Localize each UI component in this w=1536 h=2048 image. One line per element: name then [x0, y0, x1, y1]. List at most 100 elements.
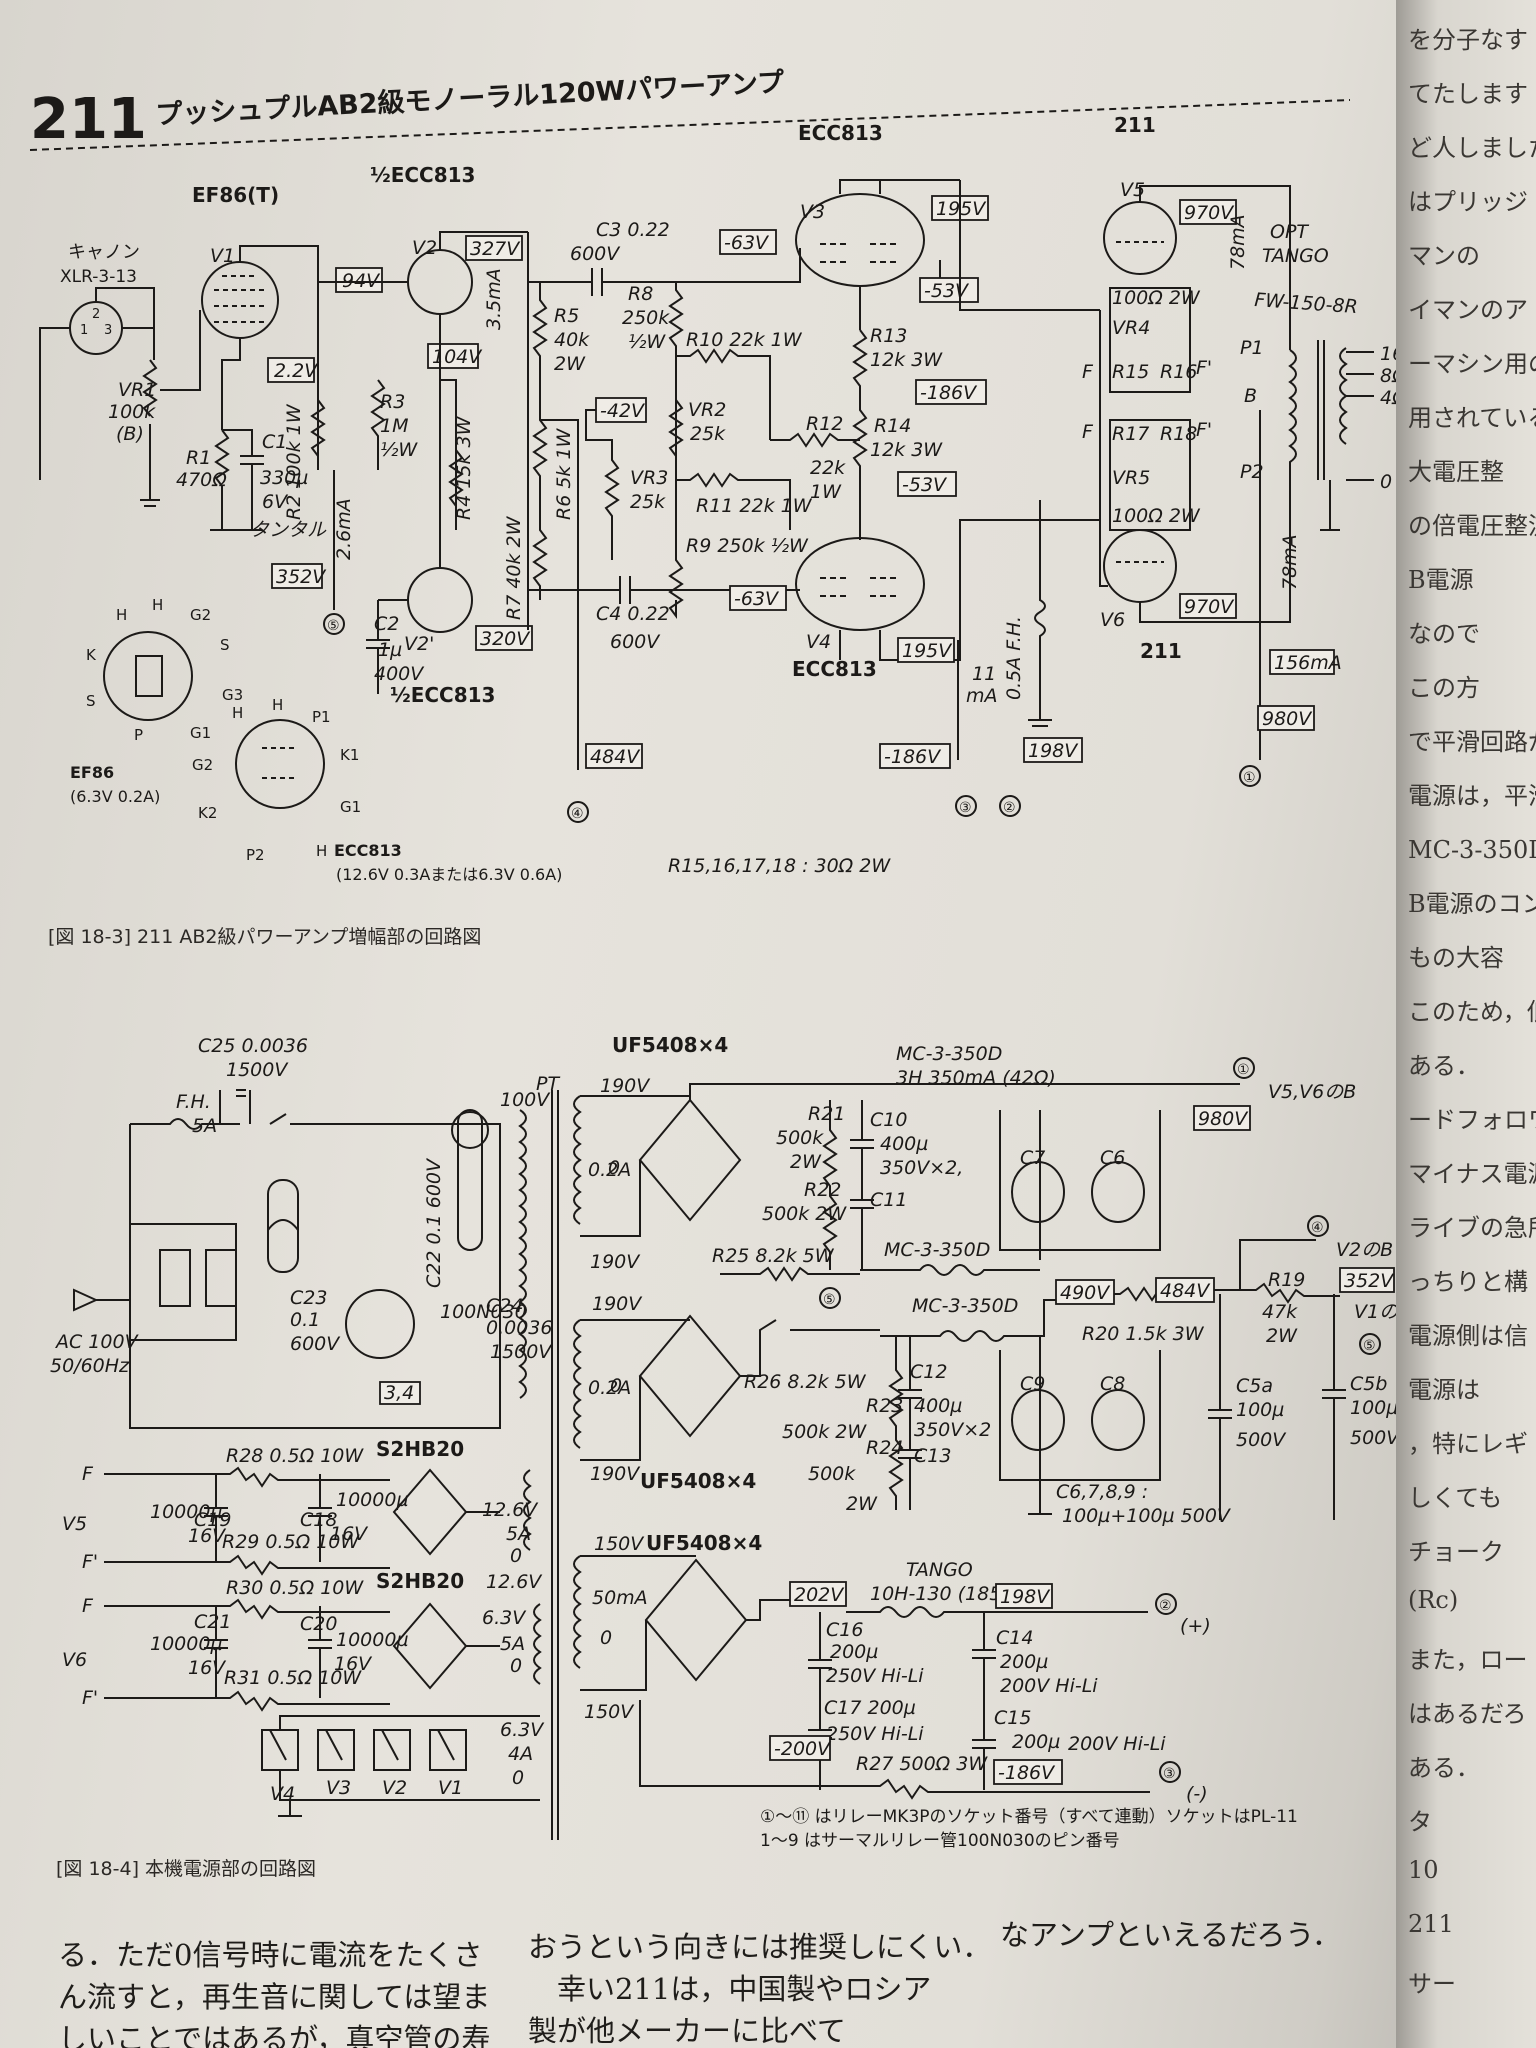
r19-value: 47k [1262, 1301, 1298, 1323]
tube-label-ecc813-top: ECC813 [798, 121, 883, 145]
v6-designator: V6 [1100, 609, 1125, 631]
primary-loop [129, 1089, 501, 1429]
c4-voltage: 600V [610, 631, 661, 653]
body-col3-line1: なアンプといえるだろう． [1000, 1918, 1342, 1952]
tube-label-ef86: EF86(T) [192, 183, 279, 207]
bias-150-bottom: 150V [584, 1701, 635, 1723]
v2-cathode-voltage: 104V [432, 346, 483, 368]
choke1-spec: 3H 350mA (42Ω) [896, 1067, 1056, 1089]
adjacent-page-line: 10 [1408, 1856, 1439, 1884]
tube-v6-211 [1103, 529, 1177, 603]
r3-symbol [370, 379, 386, 470]
r24-wattage: 2W [846, 1493, 878, 1515]
c16-label: C16 [826, 1619, 863, 1641]
c13-label: C13 [914, 1445, 951, 1467]
choke3-name: MC-3-350D [912, 1295, 1018, 1317]
ac-label: AC 100V [54, 1331, 140, 1353]
r11-label: R11 22k 1W [696, 495, 813, 517]
r5-label: R5 [554, 305, 579, 327]
ef86-pinout-spec: (6.3V 0.2A) [70, 787, 160, 806]
i-11: 11 [972, 663, 996, 685]
adjacent-page-line: はあるだろ [1408, 1700, 1527, 1728]
heater1-v5: V5 [62, 1513, 87, 1535]
bridge1-symbol [392, 1468, 468, 1556]
v198-fig3: 198V [1028, 740, 1079, 762]
ef86-pinout [103, 631, 193, 721]
r1-symbol [214, 429, 230, 530]
c16-value: 200µ [830, 1641, 878, 1663]
tube-label-211-bottom: 211 [1140, 639, 1182, 663]
vr1-label: VR1 [118, 379, 156, 401]
v3-plate-voltage: 195V [936, 198, 987, 220]
ef86-pin-s1: S [220, 636, 230, 654]
ecc813-pinout [235, 719, 325, 809]
ef86-pin-s2: S [86, 692, 96, 710]
opt-secondary [1339, 347, 1348, 445]
c25-voltage: 1500V [226, 1059, 289, 1081]
body-col1-line3: しいことではあるが，真空管の寿 [58, 2022, 491, 2048]
r10-label: R10 22k 1W [686, 329, 803, 351]
node-2-fig4: ② [1159, 1598, 1172, 1614]
node-1-fig4: ① [1237, 1062, 1250, 1078]
vm186-r13: -186V [920, 382, 978, 404]
heater2-f: F [82, 1595, 94, 1617]
ecc813-pin-g1: G1 [340, 798, 361, 816]
ecc813-pin-h3: H [316, 842, 327, 860]
node-3-fig4: ③ [1163, 1766, 1176, 1782]
v3-cathode-voltage: -53V [924, 280, 970, 302]
r9-label: R9 250k ½W [686, 535, 809, 557]
adjacent-page-line: また，ロー [1408, 1646, 1528, 1674]
heater-4a: 4A [508, 1743, 533, 1765]
c21-value: 10000µ [150, 1633, 223, 1655]
r23-label: R23 [866, 1395, 903, 1417]
c23-label: C23 [290, 1287, 327, 1309]
ecc813-pin-k2: K2 [198, 804, 217, 822]
heater-tube-v3: V3 [326, 1777, 351, 1799]
ef86-pin-g1: G1 [190, 724, 211, 742]
lv-bridge [580, 1314, 742, 1461]
c19-voltage: 16V [188, 1525, 227, 1547]
r3-wattage: ½W [380, 439, 418, 461]
ecc813-pin-h2: H [272, 696, 283, 714]
v1-designator: V1 [210, 245, 235, 267]
vr1-ground [140, 424, 160, 507]
c22-label: C22 0.1 600V [423, 1157, 445, 1288]
choke2-name: MC-3-350D [884, 1239, 990, 1261]
fp-label-top: F' [1196, 357, 1212, 379]
r25-symbol [720, 1266, 860, 1282]
opt-p2: P2 [1240, 461, 1264, 483]
ac-plug-icon [73, 1288, 130, 1312]
ecc813-pin-g2: G2 [192, 756, 213, 774]
v3-grid-voltage: -63V [724, 232, 770, 254]
vr5-label: VR5 [1112, 467, 1150, 489]
adjacent-page-line: B電源 [1408, 566, 1474, 594]
adjacent-page-line: 電源側は信 [1408, 1322, 1528, 1350]
c2-label: C2 [374, 613, 399, 635]
c6-9-note: C6,7,8,9 : [1056, 1481, 1148, 1503]
xlr-pin-2: 2 [92, 307, 100, 322]
c16-voltage: 250V Hi-Li [826, 1665, 924, 1687]
c2-symbol [366, 599, 408, 694]
c20-value: 10000µ [336, 1629, 409, 1651]
c5a-label: C5a [1236, 1375, 1273, 1397]
r1-label: R1 [186, 447, 211, 469]
r15-label: R15 [1112, 361, 1149, 383]
ecc813-pinout-name: ECC813 [334, 841, 402, 860]
c3-label: C3 0.22 [596, 219, 670, 241]
tube-v5-211 [1103, 201, 1177, 275]
heater2-5a: 5A [500, 1633, 525, 1655]
node-4-fig4: ④ [1311, 1220, 1324, 1236]
v4-designator: V4 [806, 631, 831, 653]
note-thermal: 1～9 はサーマルリレー管100N030のピン番号 [760, 1831, 1120, 1851]
r12-wattage: 1W [810, 481, 842, 503]
c18-label: C18 [300, 1509, 337, 1531]
adjacent-page-line: 211 [1408, 1910, 1454, 1938]
tube-label-ecc813-half-bottom: ½ECC813 [390, 683, 495, 707]
r3-label: R3 [380, 391, 405, 413]
vr2-symbol [668, 399, 684, 457]
c1-value: 330µ [260, 467, 308, 489]
figure-18-4-caption: [図 18-4] 本機電源部の回路図 [56, 1858, 317, 1880]
vr1-value: 100k [108, 401, 156, 423]
connector-model: XLR-3-13 [60, 267, 137, 287]
